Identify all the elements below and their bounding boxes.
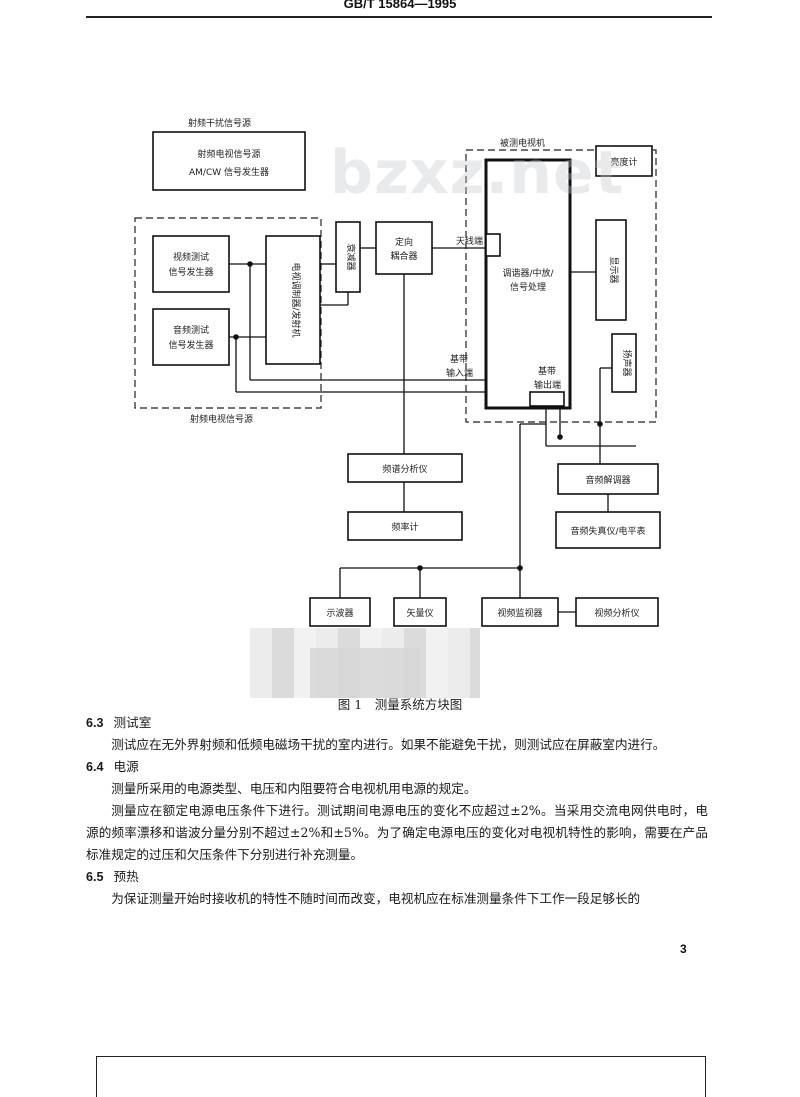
section-heading: 6.3 测试室 <box>86 712 708 734</box>
directional-coupler-box <box>375 221 433 275</box>
frequency-meter-box <box>347 511 463 541</box>
antenna-port-label: 天线端 <box>456 235 483 247</box>
directional-coupler-label-2: 耦合器 <box>390 250 417 262</box>
watermark: bzxz.net <box>330 138 625 208</box>
video-test-signal-generator-box <box>152 235 230 293</box>
group-rf-tv-signal-label: 射频电视信号源 <box>190 413 253 425</box>
junction-dot <box>557 434 563 440</box>
video-test-generator-label: 视频测试 <box>173 251 209 263</box>
speaker-label: 扬声器 <box>621 349 633 376</box>
measurement-block-diagram: 射频干扰信号源 射频电视信号源 被测电视机 <box>134 117 661 627</box>
baseband-output-label: 基带 <box>538 365 556 377</box>
video-analyzer-box <box>575 597 659 627</box>
audio-test-generator-label-2: 信号发生器 <box>168 339 213 351</box>
tuner-if-label: 调谐器/中放/ <box>502 267 554 279</box>
figure-caption: 图 1 测量系统方块图 <box>337 697 463 712</box>
audio-demodulator-label: 音频解调器 <box>585 474 630 486</box>
section-heading: 6.4 电源 <box>86 756 708 778</box>
audio-test-generator-label: 音频测试 <box>173 324 209 336</box>
vectorscope-box <box>393 597 447 627</box>
video-test-generator-label-2: 信号发生器 <box>168 266 213 278</box>
header-rule <box>86 16 712 18</box>
junction-dot <box>247 261 253 267</box>
group-rf-tv-signal-outline <box>134 217 322 409</box>
baseband-input-label-2: 输入端 <box>446 367 473 379</box>
audio-distortion-meter-box <box>555 511 661 549</box>
video-monitor-box <box>481 597 559 627</box>
junction-dot <box>597 421 603 427</box>
group-rf-interference-label: 射频干扰信号源 <box>188 117 251 129</box>
rf-tv-signal-generator-label: 射频电视信号源 <box>197 148 260 160</box>
display-label: 显示器 <box>608 256 619 283</box>
attenuator-label: 衰减器 <box>345 243 357 270</box>
display-box <box>595 219 627 321</box>
tv-modulator-label: 电视调制器/发射机 <box>290 262 302 337</box>
footer-frame <box>96 1056 706 1097</box>
oscilloscope-label: 示波器 <box>326 607 353 619</box>
junction-dot <box>417 565 423 571</box>
spectrum-analyzer-label: 频谱分析仪 <box>382 463 427 475</box>
group-tv-under-test-outline <box>465 149 657 423</box>
tv-under-test-label: 被测电视机 <box>500 137 545 149</box>
oscilloscope-box <box>309 597 371 627</box>
video-monitor-label: 视频监视器 <box>497 607 542 619</box>
paragraph: 为保证测量开始时接收机的特性不随时间而改变，电视机应在标准测量条件下工作一段足够… <box>111 891 641 906</box>
section-title: 预热 <box>113 869 139 884</box>
section-title: 电源 <box>113 759 139 774</box>
audio-test-signal-generator-box <box>152 308 230 366</box>
audio-distortion-meter-label: 音频失真仪/电平表 <box>570 525 645 537</box>
luminance-meter-box <box>595 145 653 177</box>
audio-demodulator-box <box>557 463 659 495</box>
directional-coupler-label: 定向 <box>395 236 413 248</box>
speaker-box <box>611 333 637 393</box>
junction-dot <box>517 565 523 571</box>
section-number: 6.5 <box>86 870 104 884</box>
video-analyzer-label: 视频分析仪 <box>594 607 639 619</box>
baseband-input-label: 基带 <box>450 353 468 365</box>
rf-tv-signal-generator-box <box>152 131 306 191</box>
signal-processing-label: 信号处理 <box>510 281 546 293</box>
antenna-port-box <box>485 233 501 257</box>
tv-modulator-box <box>265 235 321 365</box>
junction-dot <box>233 334 239 340</box>
section-number: 6.3 <box>86 716 104 730</box>
baseband-output-label-2: 输出端 <box>534 379 561 391</box>
spectrum-analyzer-box <box>347 453 463 483</box>
blurred-region <box>250 628 480 698</box>
section-title: 测试室 <box>113 715 152 730</box>
paragraph: 测量所采用的电源类型、电压和内阻要符合电视机用电源的规定。 <box>111 781 477 796</box>
body-text: 6.3 测试室 测试应在无外界射频和低频电磁场干扰的室内进行。如果不能避免干扰，则… <box>86 712 708 910</box>
baseband-output-port-box <box>529 391 565 407</box>
section-number: 6.4 <box>86 760 104 774</box>
attenuator-box <box>335 221 361 293</box>
paragraph: 测试应在无外界射频和低频电磁场干扰的室内进行。如果不能避免干扰，则测试应在屏蔽室… <box>111 737 666 752</box>
section-heading: 6.5 预热 <box>86 866 708 888</box>
tv-under-test-box <box>484 158 572 410</box>
standard-code: GB/T 15864—1995 <box>343 0 457 11</box>
vectorscope-label: 矢量仪 <box>406 607 433 619</box>
page-number: 3 <box>680 942 687 956</box>
am-cw-generator-label: AM/CW 信号发生器 <box>189 166 269 178</box>
frequency-meter-label: 频率计 <box>391 521 418 533</box>
luminance-meter-label: 亮度计 <box>610 156 637 168</box>
paragraph: 测量应在额定电源电压条件下进行。测试期间电源电压的变化不应超过±2%。当采用交流… <box>86 803 708 862</box>
